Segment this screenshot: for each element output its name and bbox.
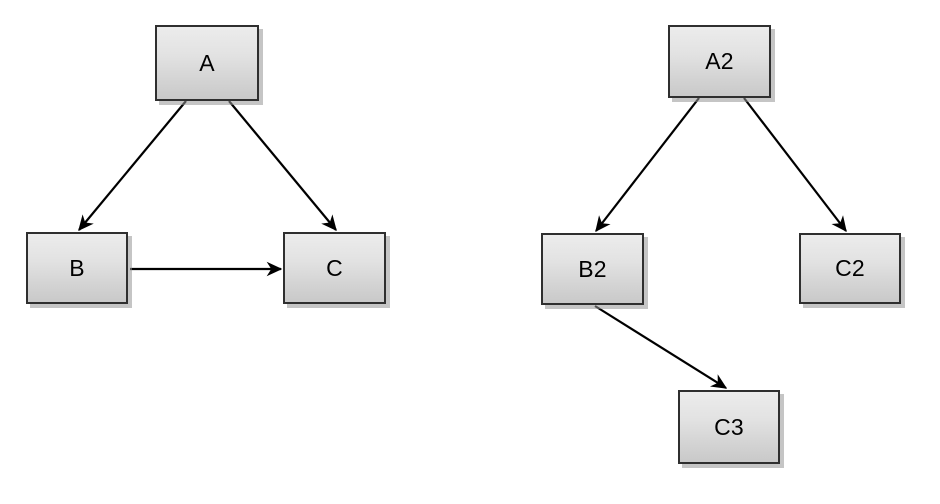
node-a2[interactable]: A2 [668,25,771,98]
edge-a2-to-b2 [595,97,700,233]
node-a[interactable]: A [155,25,259,101]
edge-a-to-b [78,100,187,232]
node-a-label: A [199,49,215,76]
node-b[interactable]: B [26,232,128,304]
edge-b2-to-c3 [594,305,728,389]
node-c3[interactable]: C3 [678,390,780,464]
node-c2-label: C2 [835,255,865,281]
edges-group [78,97,847,389]
node-b-label: B [69,254,85,281]
node-c-label: C [326,254,343,281]
node-c[interactable]: C [283,232,386,304]
node-b2[interactable]: B2 [541,233,644,305]
node-c3-label: C3 [714,413,744,440]
node-c2[interactable]: C2 [799,233,901,304]
edge-a-to-c [228,100,337,232]
node-a2-label: A2 [705,48,734,74]
edge-a2-to-c2 [743,97,847,233]
node-b2-label: B2 [578,255,607,282]
